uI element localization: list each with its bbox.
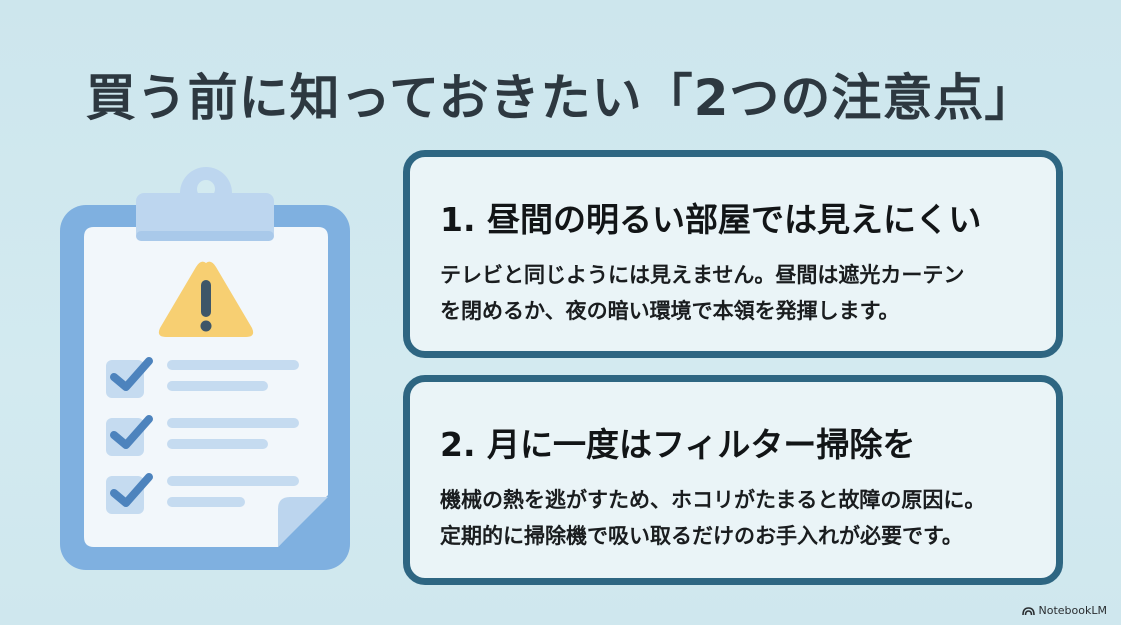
card-body-line: 機械の熱を逃がすため、ホコリがたまると故障の原因に。 (440, 488, 986, 512)
card-body: テレビと同じようには見えません。昼間は遮光カーテン を閉めるか、夜の暗い環境で本… (440, 257, 1026, 329)
caution-card-1: 1. 昼間の明るい部屋では見えにくい テレビと同じようには見えません。昼間は遮光… (403, 150, 1063, 358)
card-body-line: を閉めるか、夜の暗い環境で本領を発揮します。 (440, 299, 900, 323)
card-heading: 1. 昼間の明るい部屋では見えにくい (440, 200, 982, 239)
checklist-row-2 (106, 415, 299, 456)
card-body-line: テレビと同じようには見えません。昼間は遮光カーテン (440, 263, 965, 287)
brand-watermark: NotebookLM (1021, 604, 1107, 617)
card-body: 機械の熱を逃がすため、ホコリがたまると故障の原因に。 定期的に掃除機で吸い取るだ… (440, 482, 1026, 554)
clipboard-warning-checklist-icon (60, 167, 350, 570)
card-heading: 2. 月に一度はフィルター掃除を (440, 425, 916, 464)
checklist-row-1 (106, 357, 299, 398)
notebooklm-logo-icon (1021, 606, 1035, 615)
page-title: 買う前に知っておきたい「2つの注意点」 (85, 69, 1036, 127)
clipboard-illustration (56, 165, 356, 575)
card-body-line: 定期的に掃除機で吸い取るだけのお手入れが必要です。 (440, 524, 963, 548)
caution-card-2: 2. 月に一度はフィルター掃除を 機械の熱を逃がすため、ホコリがたまると故障の原… (403, 375, 1063, 585)
brand-name: NotebookLM (1038, 604, 1107, 617)
checklist-row-3 (106, 473, 299, 514)
